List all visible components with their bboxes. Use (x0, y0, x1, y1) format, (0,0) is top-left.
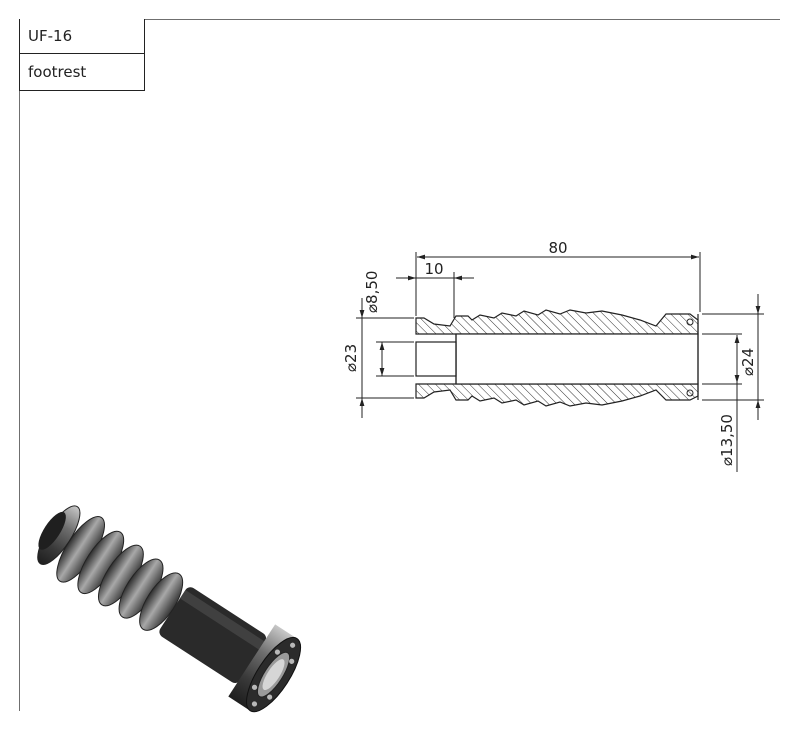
dim-text-overall-length: 80 (548, 239, 567, 257)
render-end-bore (262, 659, 285, 691)
dim-text-head-bore: ⌀8,50 (363, 271, 381, 313)
dim-text-head-diameter: ⌀23 (342, 344, 360, 372)
render-knurled-shank (159, 587, 267, 684)
dim-text-head-length: 10 (424, 260, 443, 278)
dim-text-end-diameter: ⌀24 (739, 348, 757, 376)
isometric-render (37, 505, 302, 713)
section-bore (455, 333, 699, 385)
section-end-groove-bottom (686, 389, 694, 397)
section-upper-wall (415, 309, 699, 335)
render-shank-highlight (179, 589, 266, 651)
frame-left-border (19, 19, 20, 711)
dimensions (356, 252, 764, 472)
dim-text-end-bore: ⌀13,50 (718, 414, 736, 466)
frame-top-border (19, 19, 780, 20)
render-end-holes (251, 642, 296, 707)
section-view (415, 309, 699, 407)
render-head-face (38, 511, 66, 550)
part-number: UF-16 (20, 19, 145, 54)
section-head-bore (415, 341, 457, 377)
render-ribs (56, 516, 184, 631)
section-lower-wall (415, 383, 699, 407)
title-block: UF-16 footrest (19, 19, 145, 91)
part-description: footrest (28, 62, 87, 81)
section-end-groove-top (686, 318, 694, 326)
